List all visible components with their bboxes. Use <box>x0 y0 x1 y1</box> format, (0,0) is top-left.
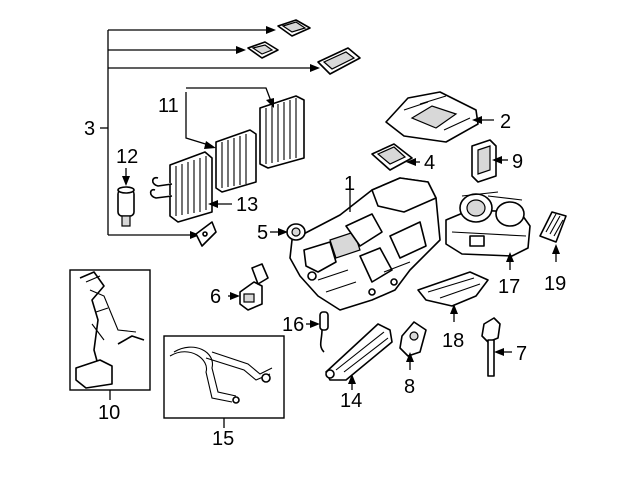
callout-17: 17 <box>498 276 520 298</box>
actuator-6 <box>228 263 269 311</box>
filter-small-2 <box>247 41 279 59</box>
grommet-5 <box>270 223 306 241</box>
callout-3: 3 <box>84 118 95 140</box>
callout-2: 2 <box>500 111 511 133</box>
evaporator-core-11 <box>215 95 305 193</box>
hvac-housing-1 <box>289 177 441 311</box>
callout-15: 15 <box>212 428 234 450</box>
callout-4: 4 <box>424 152 435 174</box>
callout-16: 16 <box>282 314 304 336</box>
leader-13 <box>208 200 232 208</box>
callout-11: 11 <box>158 95 179 117</box>
actuator-9 <box>471 139 508 183</box>
sensor-16 <box>306 311 329 353</box>
callout-7: 7 <box>516 343 527 365</box>
callout-9: 9 <box>512 151 523 173</box>
resistor-19 <box>539 211 567 262</box>
callout-13: 13 <box>236 194 258 216</box>
sensor-7 <box>481 317 512 377</box>
callout-19: 19 <box>544 273 566 295</box>
box-15 <box>163 335 285 428</box>
receiver-12 <box>117 168 135 227</box>
clip-part-3 <box>195 221 217 247</box>
filter-4 <box>371 143 420 171</box>
callout-1: 1 <box>344 173 355 195</box>
box-10 <box>69 269 151 400</box>
blower-17 <box>445 191 531 270</box>
duct-18 <box>417 271 489 322</box>
actuator-8 <box>399 321 427 370</box>
callout-8: 8 <box>404 376 415 398</box>
housing-part-2 <box>385 91 479 143</box>
callout-14: 14 <box>340 390 362 412</box>
filter-small-1 <box>277 19 311 37</box>
heater-core-13 <box>149 151 213 223</box>
callout-10: 10 <box>98 402 120 424</box>
callout-5: 5 <box>257 222 268 244</box>
callout-18: 18 <box>442 330 464 352</box>
duct-14 <box>325 323 393 390</box>
duct-vent-3 <box>317 47 361 75</box>
leader-11 <box>185 87 274 149</box>
bracket-3 <box>100 26 320 239</box>
leader-2 <box>472 116 494 124</box>
callout-6: 6 <box>210 286 221 308</box>
callout-12: 12 <box>116 146 138 168</box>
